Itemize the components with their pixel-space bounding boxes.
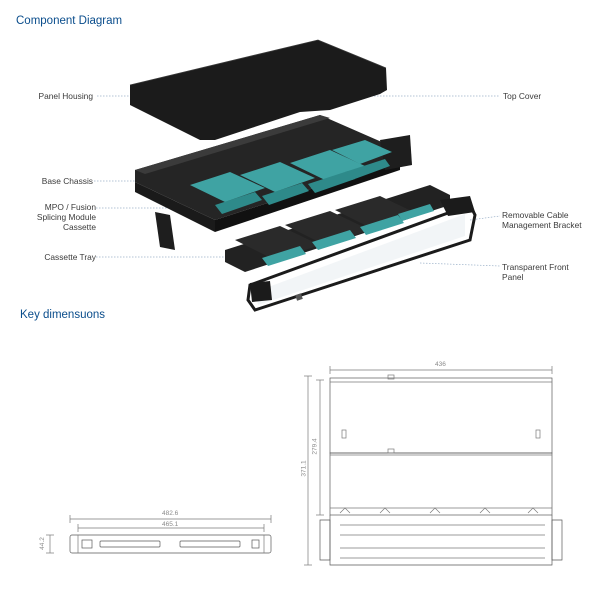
label-cable-bracket: Removable Cable Management Bracket <box>502 210 582 230</box>
dim-depth-inner: 279.4 <box>311 438 319 455</box>
dim-width-inner: 465.1 <box>162 521 179 528</box>
label-base-chassis: Base Chassis <box>41 176 93 186</box>
label-cassette-tray: Cassette Tray <box>44 252 96 262</box>
key-dimensions-title: Key dimensuons <box>20 309 106 321</box>
label-cable-bracket-line2: Management Bracket <box>502 220 582 230</box>
chassis-cassettes <box>190 140 392 214</box>
dim-depth-top: 436 <box>435 361 446 368</box>
label-top-cover: Top Cover <box>503 91 542 101</box>
label-front-panel-line1: Transparent Front <box>502 262 569 272</box>
label-mpo-line1: MPO / Fusion <box>44 202 96 212</box>
top-cover-plate <box>129 39 387 140</box>
label-cable-bracket-line1: Removable Cable <box>502 210 569 220</box>
front-view-drawing <box>46 515 272 554</box>
top-view-drawing <box>304 366 563 566</box>
label-front-panel: Transparent Front Panel <box>502 262 569 282</box>
label-panel-housing: Panel Housing <box>38 91 93 101</box>
label-mpo-cassette: MPO / Fusion Splicing Module Cassette <box>37 202 96 232</box>
component-diagram-title: Component Diagram <box>16 15 123 27</box>
label-mpo-line2: Splicing Module <box>36 212 96 222</box>
dim-width-outer: 482.6 <box>162 510 179 517</box>
tray-cassettes <box>262 204 434 266</box>
label-front-panel-line2: Panel <box>502 272 524 282</box>
dim-height: 44.2 <box>38 537 46 550</box>
transparent-front-panel <box>246 196 477 312</box>
label-mpo-line3: Cassette <box>62 222 96 232</box>
dim-depth-total: 371.1 <box>300 460 308 477</box>
